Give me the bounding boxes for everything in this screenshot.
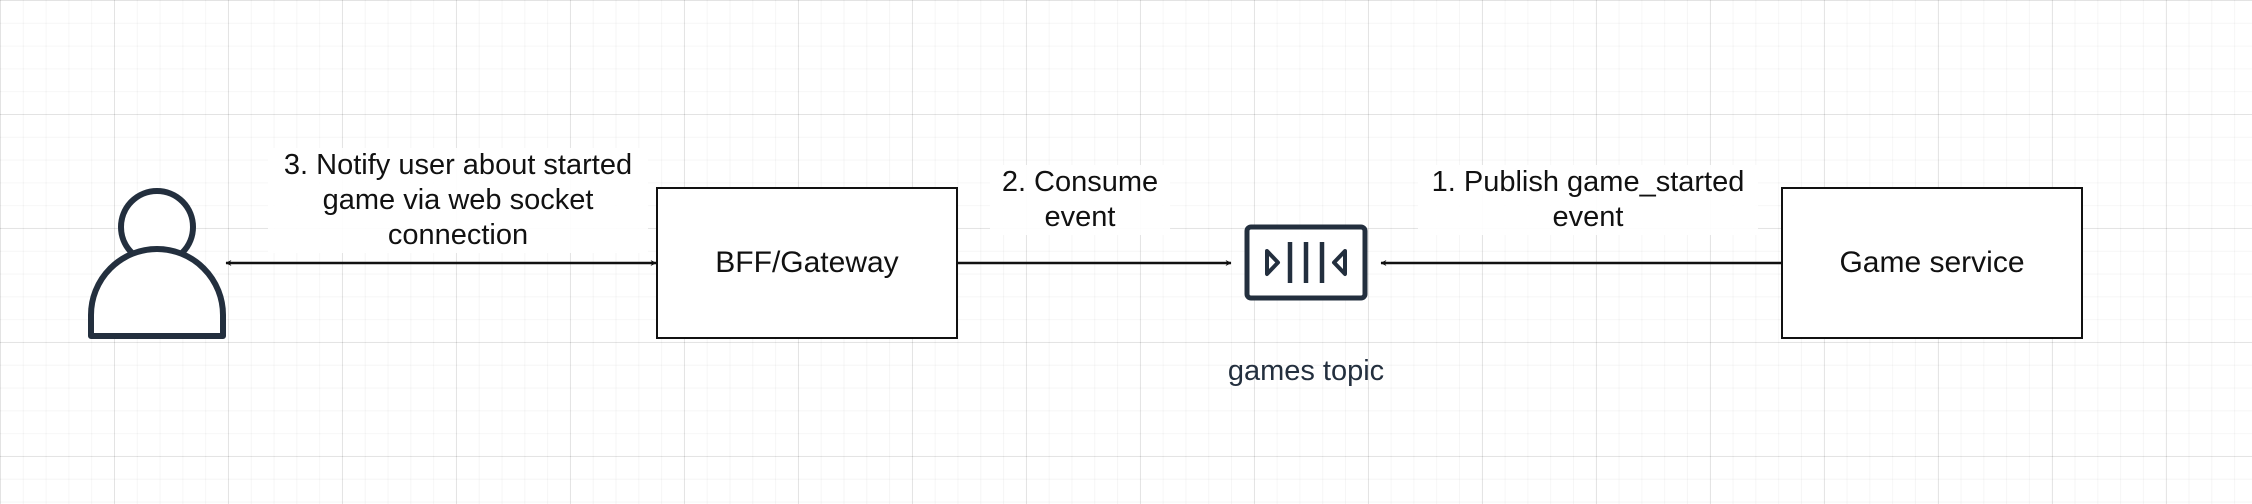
notify-edge-label: 3. Notify user about started game via we… xyxy=(268,148,648,253)
gateway-node[interactable]: BFF/Gateway xyxy=(656,187,958,339)
game-service-label: Game service xyxy=(1839,246,2025,279)
game-service-node[interactable]: Game service xyxy=(1781,187,2083,339)
publish-edge-label: 1. Publish game_started event xyxy=(1418,165,1758,235)
gateway-label: BFF/Gateway xyxy=(715,246,899,279)
queue-topic-icon[interactable] xyxy=(1231,220,1381,305)
consume-edge-label: 2. Consume event xyxy=(990,165,1170,235)
topic-label: games topic xyxy=(1227,355,1385,387)
user-icon[interactable] xyxy=(86,183,230,343)
